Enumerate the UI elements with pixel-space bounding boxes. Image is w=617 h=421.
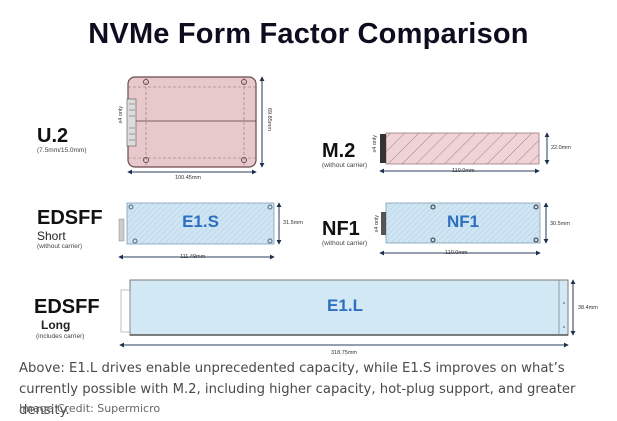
e1s-width-label: 111.49mm	[180, 254, 206, 260]
nf1-drive-label: NF1	[446, 212, 480, 231]
u2-drive-drawing	[126, 76, 265, 175]
u2-connector-label: x4 only	[118, 106, 124, 124]
m2-connector-label: x4 only	[372, 135, 378, 153]
e1s-height-label: 31.5mm	[283, 220, 303, 226]
e1l-family-label: EDSFF	[34, 296, 100, 318]
m2-width-label: 110.0mm	[452, 168, 475, 174]
e1s-subtitle: (without carrier)	[37, 243, 83, 250]
e1s-variant-label: Short	[37, 229, 66, 243]
nf1-connector-label: x4 only	[374, 215, 380, 233]
e1s-drive-drawing	[118, 202, 282, 260]
nf1-width-label: 110.0mm	[445, 250, 468, 256]
e1l-subtitle: (includes carrier)	[36, 333, 85, 340]
m2-height-label: 22.0mm	[551, 145, 571, 151]
u2-height-label: 69.85mm	[266, 108, 272, 131]
m2-drive-drawing	[379, 132, 550, 174]
nf1-height-label: 30.5mm	[550, 221, 570, 227]
e1s-family-label: EDSFF	[37, 207, 103, 229]
page-title: NVMe Form Factor Comparison	[88, 18, 529, 50]
e1l-height-label: 38.4mm	[578, 305, 598, 311]
image-credit: Image Credit: Supermicro	[19, 402, 161, 415]
m2-label: M.2	[322, 140, 356, 162]
e1l-width-label: 318.75mm	[331, 350, 357, 356]
nf1-label: NF1	[322, 218, 360, 240]
u2-width-label: 100.45mm	[175, 175, 201, 181]
u2-subtitle: (7.5mm/15.0mm)	[37, 147, 87, 154]
figure-caption: Above: E1.L drives enable unprecedented …	[19, 361, 576, 418]
form-factor-diagram	[118, 76, 576, 348]
nf1-subtitle: (without carrier)	[322, 240, 368, 247]
e1l-drive-label: E1.L	[327, 296, 363, 315]
u2-label: U.2	[37, 125, 69, 147]
m2-subtitle: (without carrier)	[322, 162, 368, 169]
e1s-drive-label: E1.S	[182, 212, 219, 231]
nf1-drive-drawing	[379, 202, 549, 256]
e1l-variant-label: Long	[41, 318, 71, 332]
e1l-drive-drawing	[119, 279, 576, 348]
